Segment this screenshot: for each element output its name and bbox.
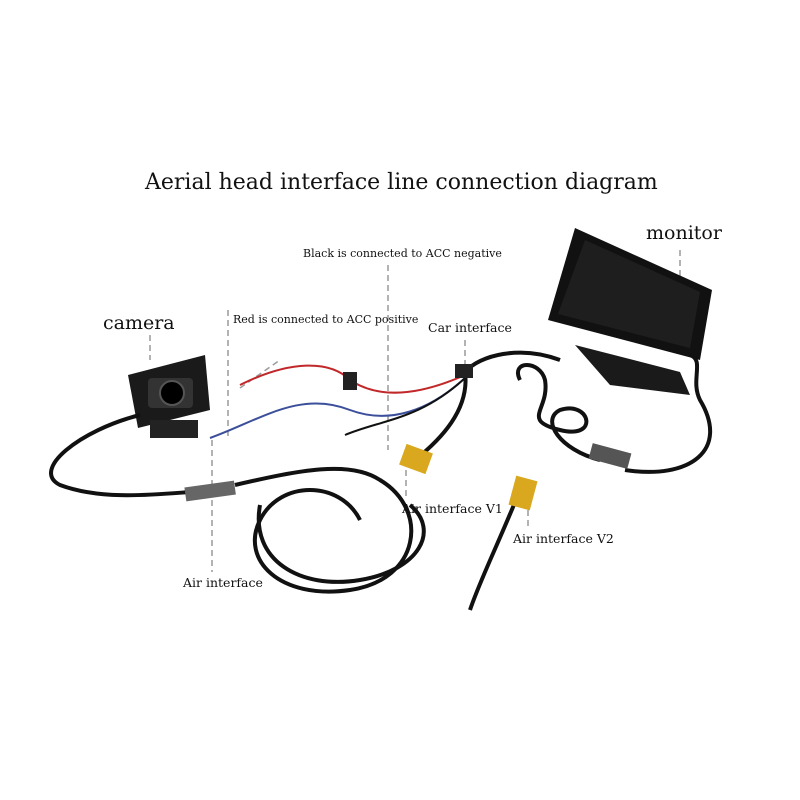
red-wire-label: Red is connected to ACC positive — [233, 313, 419, 326]
air-interface-label: Air interface — [183, 575, 263, 590]
camera-label: camera — [103, 312, 175, 334]
leader-lines — [149, 250, 681, 572]
black-wire-label: Black is connected to ACC negative — [303, 247, 502, 260]
diagram-title: Aerial head interface line connection di… — [145, 170, 658, 195]
cables — [49, 350, 713, 611]
air-interface-v1-label: Air interface V1 — [402, 501, 503, 516]
car-interface-label: Car interface — [428, 320, 512, 335]
air-interface-v2-label: Air interface V2 — [513, 531, 614, 546]
monitor-illustration — [548, 228, 712, 395]
connectors — [184, 364, 632, 511]
power-wires — [209, 364, 466, 439]
camera-illustration — [128, 355, 210, 438]
monitor-label: monitor — [646, 222, 722, 244]
